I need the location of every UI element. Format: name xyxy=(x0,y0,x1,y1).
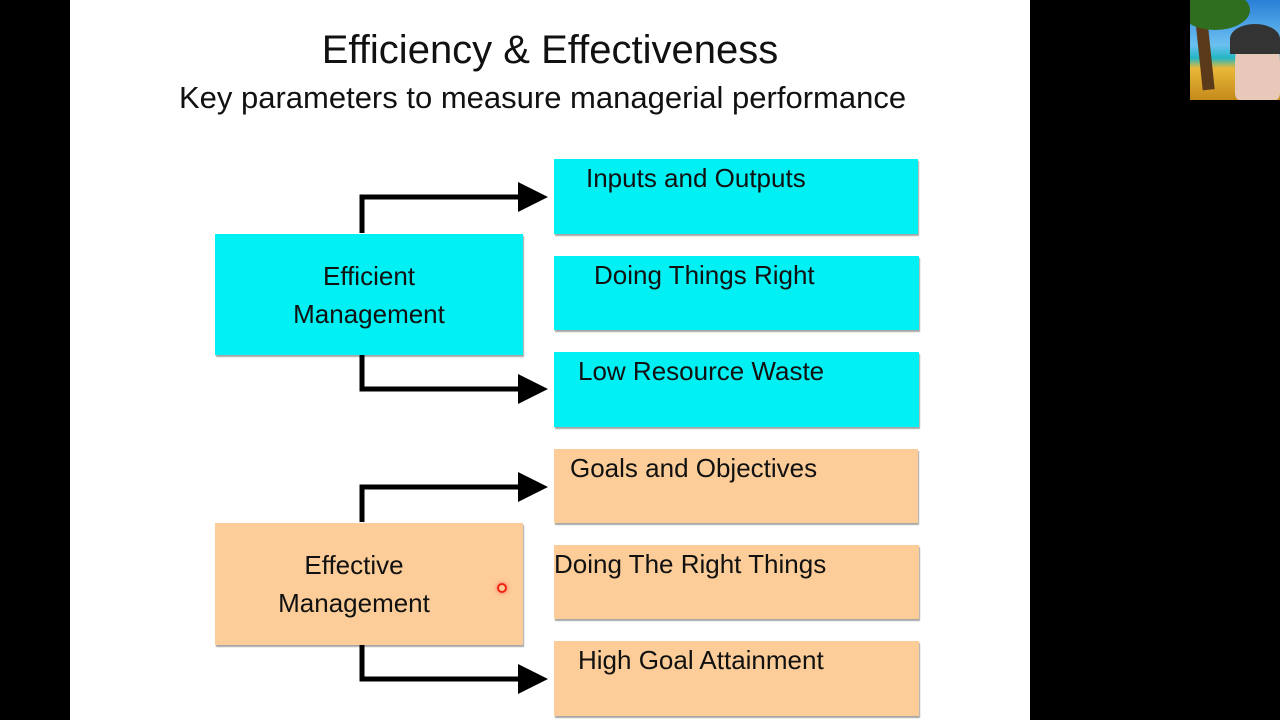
laser-pointer-icon xyxy=(497,583,507,593)
inputs-outputs-box: Inputs and Outputs xyxy=(554,159,918,234)
effective-label-line1: Effective xyxy=(304,550,404,580)
doing-right-things-label: Doing The Right Things xyxy=(554,549,827,579)
goals-objectives-box: Goals and Objectives xyxy=(554,449,918,523)
high-goal-attainment-box: High Goal Attainment xyxy=(554,641,919,716)
webcam-video-feed xyxy=(1190,0,1280,100)
efficient-management-box: Efficient Management xyxy=(215,234,523,355)
doing-things-right-box: Doing Things Right xyxy=(554,256,919,330)
doing-things-right-label: Doing Things Right xyxy=(594,260,815,290)
efficient-label-line1: Efficient xyxy=(322,260,415,291)
slide-title: Efficiency & Effectiveness xyxy=(321,28,779,72)
low-resource-waste-label: Low Resource Waste xyxy=(578,356,825,386)
goals-objectives-label: Goals and Objectives xyxy=(570,453,818,483)
low-resource-waste-box: Low Resource Waste xyxy=(554,352,919,427)
presentation-slide: Efficiency & Effectiveness Key parameter… xyxy=(70,0,1030,720)
doing-right-things-box: Doing The Right Things xyxy=(554,545,919,619)
effective-management-box: Effective Management xyxy=(215,523,523,645)
presenter-headset xyxy=(1230,24,1280,54)
inputs-outputs-label: Inputs and Outputs xyxy=(586,163,806,193)
connector-arrows xyxy=(359,182,548,694)
efficient-label-line2: Management xyxy=(293,298,445,329)
effective-label-line2: Management xyxy=(278,588,430,618)
slide-subtitle: Key parameters to measure managerial per… xyxy=(178,80,907,115)
high-goal-attainment-label: High Goal Attainment xyxy=(578,645,824,675)
